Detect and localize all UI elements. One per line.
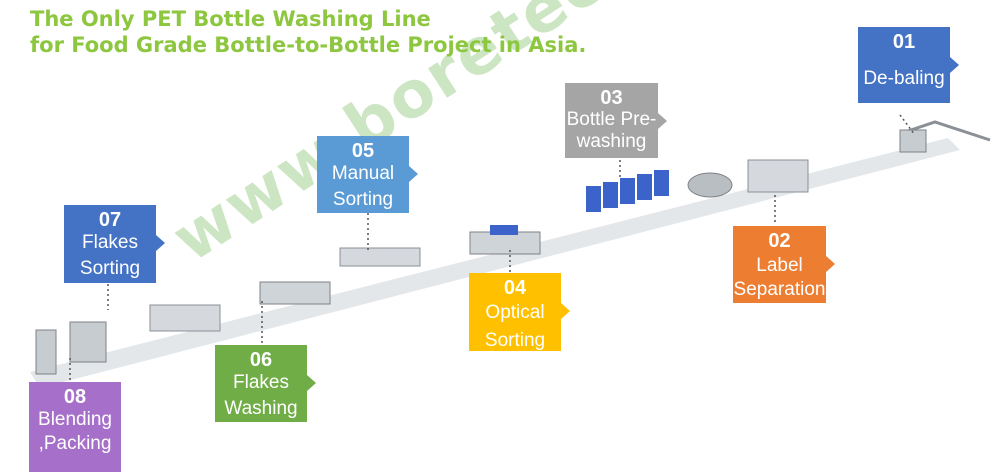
optical-sorter-head <box>490 225 518 235</box>
step-08-box: 08 Blending ,Packing <box>29 382 121 472</box>
step-01-box: 01 De-baling <box>858 27 959 103</box>
step-label: Manual <box>331 163 395 184</box>
step-04-box: 04 Optical Sorting <box>469 273 570 351</box>
step-06-box: 06 Flakes Washing <box>215 345 316 422</box>
headline-line-2: for Food Grade Bottle-to-Bottle Project … <box>30 33 587 57</box>
step-number: 02 <box>768 230 791 252</box>
infeed-conveyor <box>904 120 991 142</box>
step-arrow <box>950 57 959 73</box>
step-number: 04 <box>503 277 527 299</box>
trommel-machine <box>687 172 733 198</box>
step-label: Separation <box>733 279 826 300</box>
step-number: 03 <box>600 87 623 109</box>
label-separator-machine <box>747 159 809 193</box>
step-number: 08 <box>63 386 87 408</box>
step-pointers <box>69 114 916 380</box>
step-label: De-baling <box>863 68 945 89</box>
step-number: 07 <box>98 209 122 231</box>
step-label: Sorting <box>332 189 394 210</box>
step-arrow <box>658 113 667 129</box>
packing-silo <box>35 329 57 375</box>
step-label: Blending <box>38 409 112 430</box>
step-label: Sorting <box>79 258 141 279</box>
manual-sorting-platform <box>339 247 421 267</box>
line-floor <box>30 138 960 388</box>
step-arrow <box>156 235 165 251</box>
step-label: Optical <box>485 302 545 323</box>
headline-line-1: The Only PET Bottle Washing Line <box>30 7 431 31</box>
step-number: 06 <box>249 349 273 371</box>
step-02-box: 02 Label Separation <box>733 226 835 303</box>
debaler-machine <box>899 129 927 153</box>
step-number: 05 <box>351 140 375 162</box>
step-arrow <box>561 303 570 319</box>
step-07-box: 07 Flakes Sorting <box>64 205 165 283</box>
step-label: Sorting <box>484 330 546 351</box>
flakes-sorter-machine <box>149 304 221 332</box>
step-label: washing <box>576 131 647 152</box>
step-label: Flakes <box>233 372 289 393</box>
step-label: Bottle Pre- <box>566 109 657 130</box>
step-03-box: 03 Bottle Pre- washing <box>565 83 667 158</box>
flakes-washer-machine <box>259 281 331 305</box>
step-label: ,Packing <box>38 433 112 454</box>
optical-sorter-machine <box>469 231 541 255</box>
step-label: Label <box>756 255 803 276</box>
blending-silo <box>69 321 107 363</box>
step-arrow <box>409 166 418 182</box>
step-label: Washing <box>224 398 298 419</box>
step-number: 01 <box>892 31 916 53</box>
step-arrow <box>826 256 835 272</box>
step-label: Flakes <box>82 232 138 253</box>
step-arrow <box>307 375 316 391</box>
prewash-machine <box>586 170 669 212</box>
step-05-box: 05 Manual Sorting <box>317 136 418 213</box>
